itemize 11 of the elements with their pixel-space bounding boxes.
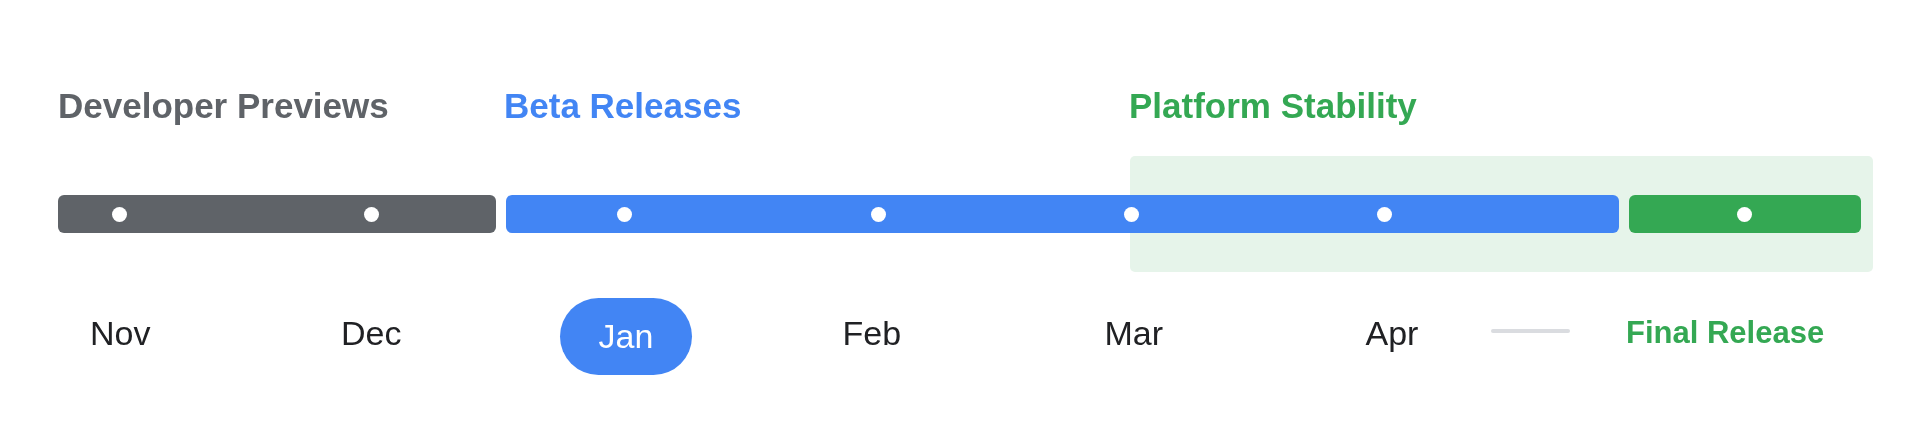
phase-heading: Beta Releases bbox=[504, 86, 742, 126]
timeline-bar bbox=[1629, 195, 1861, 233]
phase-heading: Developer Previews bbox=[58, 86, 389, 126]
month-label: Feb bbox=[842, 313, 902, 353]
milestone-label: Final Release bbox=[1626, 314, 1825, 352]
month-pill: Jan bbox=[560, 298, 692, 375]
month-label: Mar bbox=[1104, 313, 1164, 353]
month-label: Nov bbox=[90, 313, 151, 353]
month-label: Dec bbox=[341, 313, 402, 353]
phase-heading: Platform Stability bbox=[1129, 86, 1417, 126]
month-label: Apr bbox=[1365, 313, 1419, 353]
